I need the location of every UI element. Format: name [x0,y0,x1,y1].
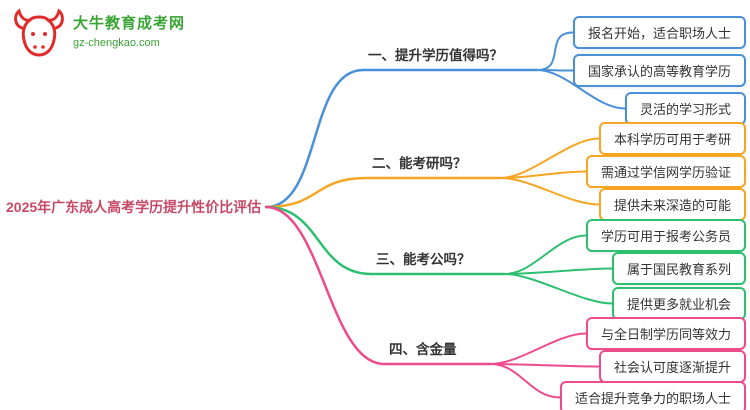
connector-path [264,68,539,209]
root-topic: 2025年广东成人高考学历提升性价比评估 [6,199,262,215]
leaf-node: 社会认可度逐渐提升 [598,350,746,383]
site-logo-text: 大牛教育成考网 gz-chengkao.com [73,15,185,51]
branch-label-1: 一、提升学历值得吗？ [368,48,503,63]
connector-path [536,69,574,72]
connector-path [264,205,492,366]
site-url: gz-chengkao.com [73,37,160,49]
bull-logo-icon [14,8,64,57]
branch-label-2: 二、能考研吗？ [372,156,467,171]
connector-path [264,176,502,209]
leaf-node: 与全日制学历同等效力 [585,317,746,350]
connector-path [489,363,600,368]
leaf-node: 提供未来深造的可能 [598,188,746,221]
leaf-node: 灵活的学习形式 [624,92,746,125]
site-logo: 大牛教育成考网 gz-chengkao.com [12,8,185,58]
connector-path [499,137,600,179]
connector-path [499,170,587,179]
connector-path [499,177,600,206]
leaf-node: 报名开始，适合职场人士 [572,16,746,49]
connector-path [536,31,574,71]
branch-label-4: 四、含金量 [389,342,457,357]
leaf-node: 国家承认的高等教育学历 [572,54,746,87]
connector-path [489,332,587,365]
branch-label-3: 三、能考公吗？ [376,252,471,267]
connector-path [489,363,561,399]
site-name: 大牛教育成考网 [73,15,186,33]
connector-path [503,273,613,305]
connector-path [503,234,587,275]
leaf-node: 需通过学信网学历验证 [585,155,746,188]
leaf-node: 学历可用于报考公务员 [585,219,746,252]
leaf-node: 本科学历可用于考研 [598,122,746,155]
connector-path [503,267,613,275]
leaf-node: 适合提升竞争力的职场人士 [559,381,746,410]
leaf-node: 属于国民教育系列 [611,252,746,285]
leaf-node: 提供更多就业机会 [611,287,746,320]
